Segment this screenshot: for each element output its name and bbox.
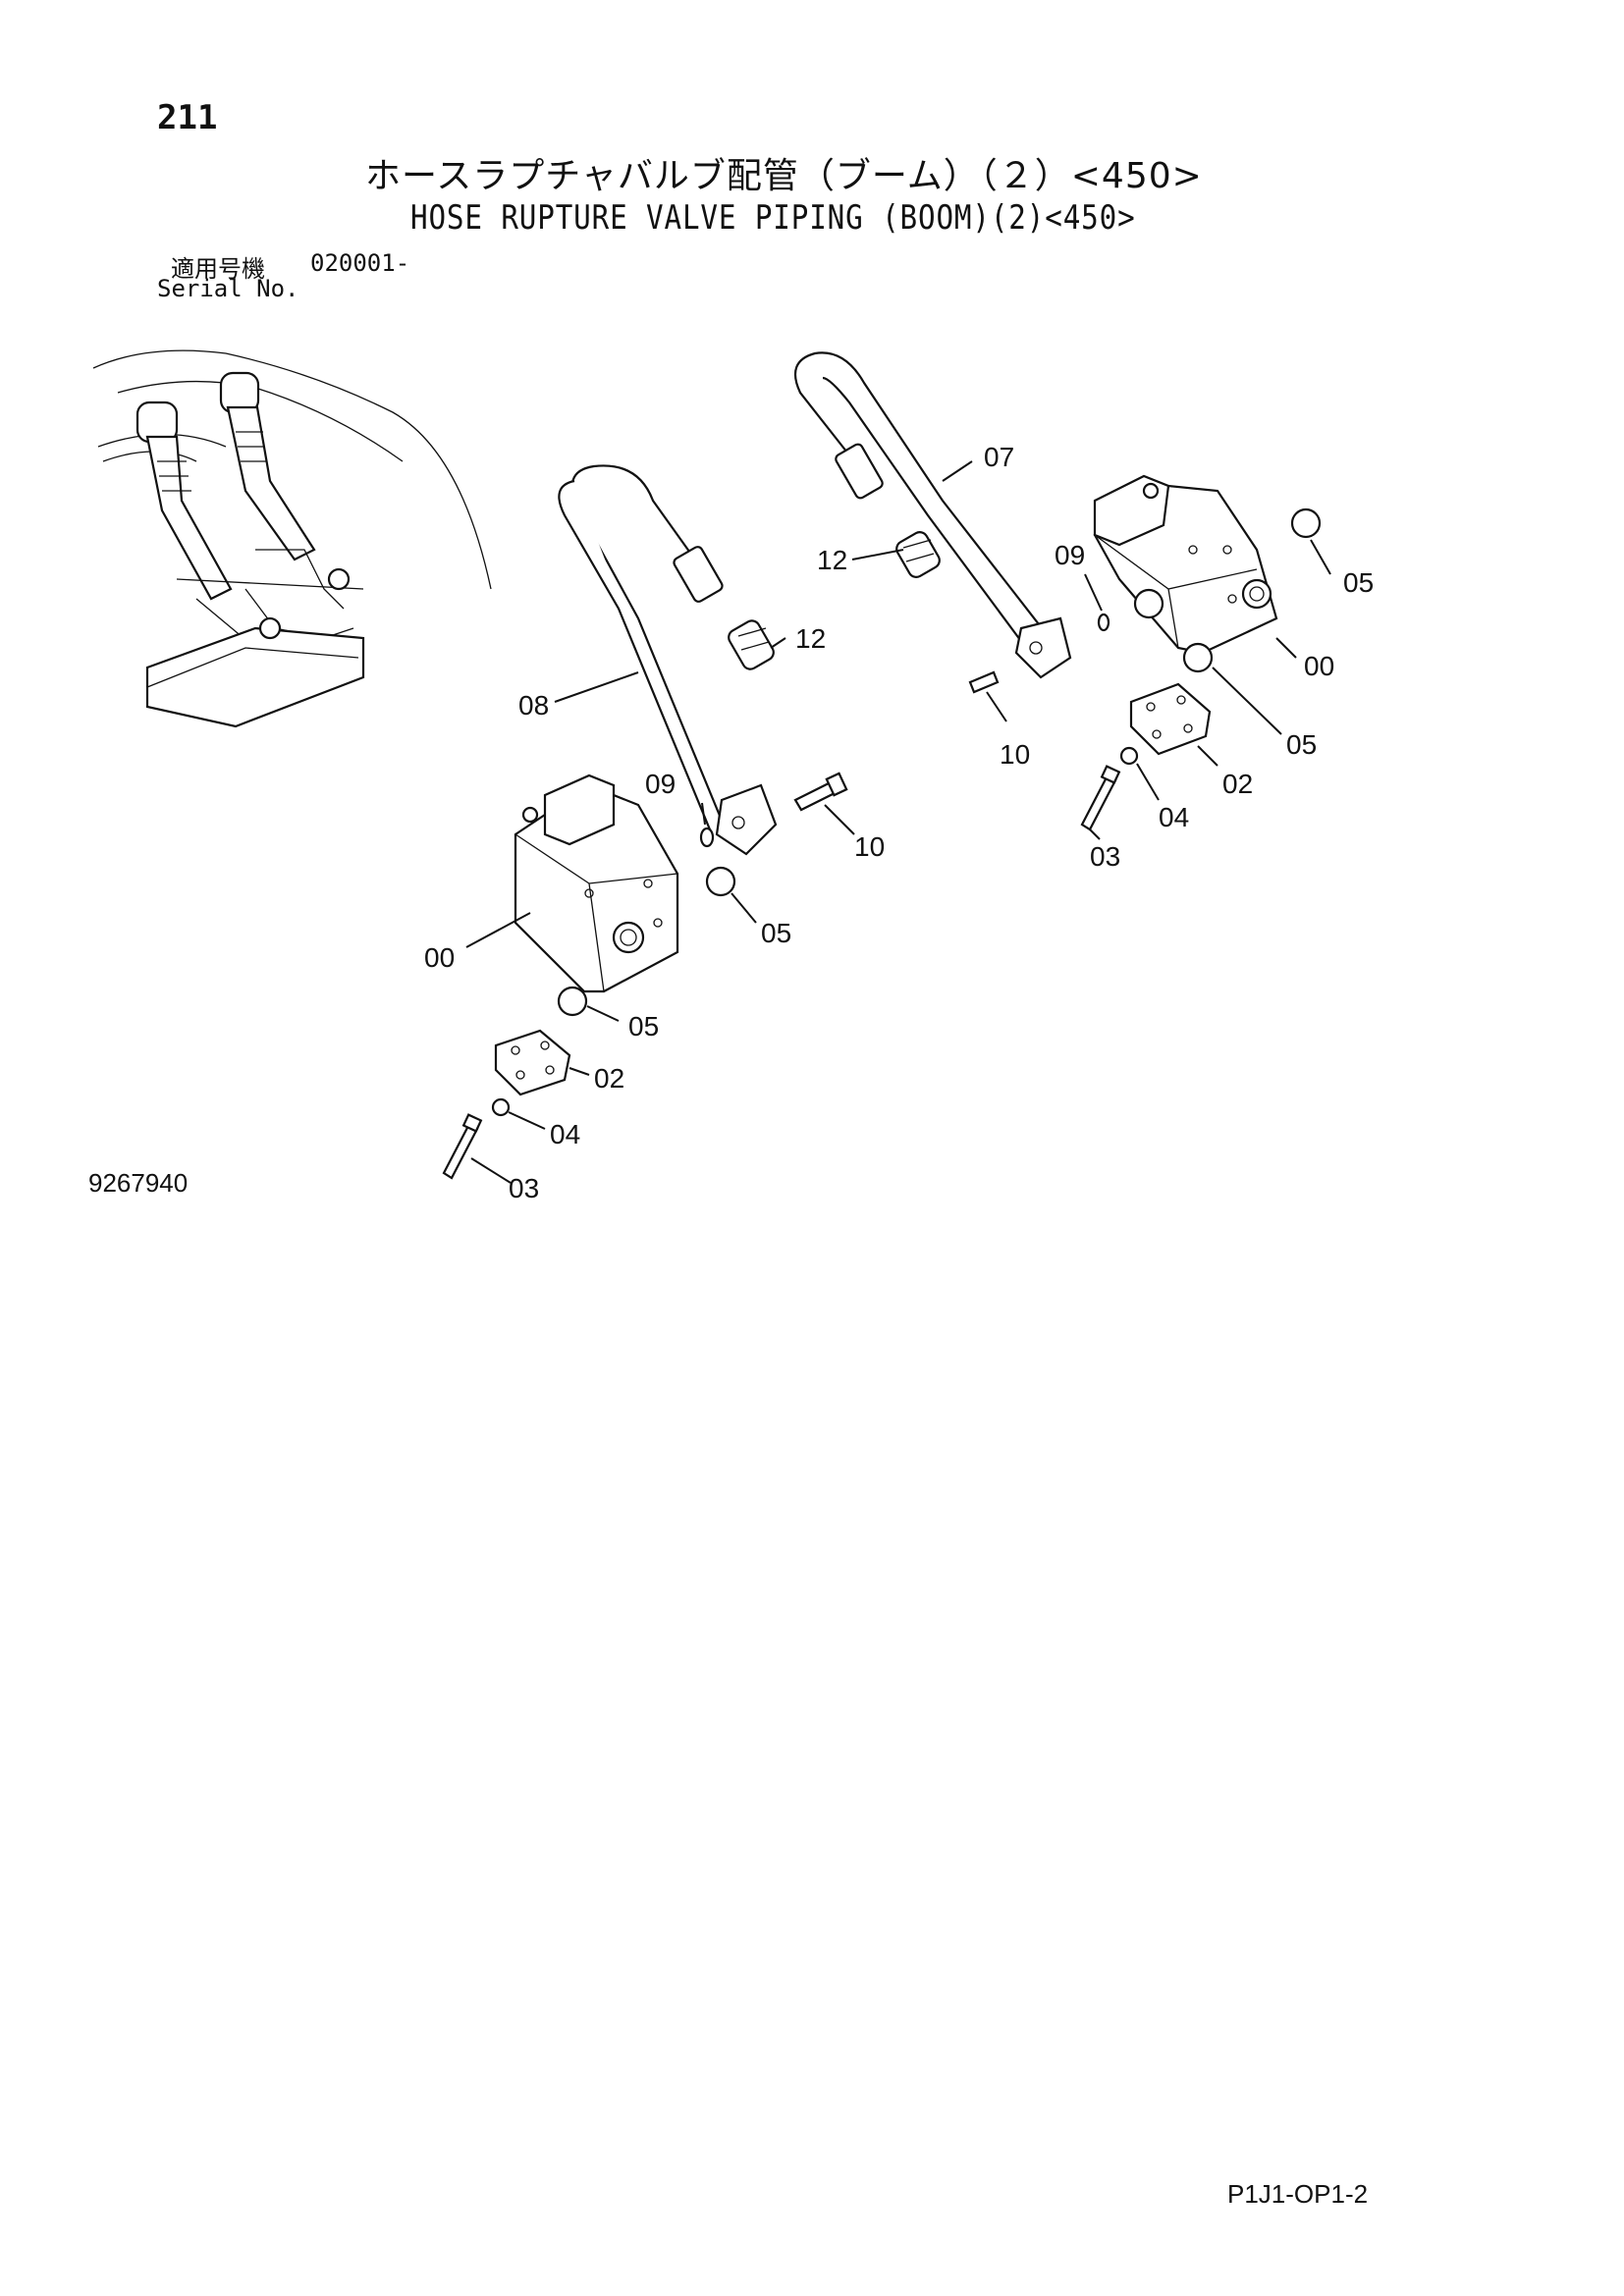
title-japanese: ホースラプチャバルブ配管（ブーム）（２）<450> bbox=[365, 156, 1203, 196]
washer-04-right bbox=[1119, 746, 1139, 766]
callout-00: 00 bbox=[1304, 651, 1334, 681]
valve-block-00-left bbox=[514, 774, 679, 993]
callout-09: 09 bbox=[1055, 540, 1085, 570]
o-ring-05-right-bottom bbox=[1182, 642, 1214, 673]
callout-05: 05 bbox=[761, 918, 791, 948]
valve-block-00-right bbox=[1093, 474, 1278, 655]
bolt-10-left bbox=[793, 772, 848, 812]
o-ring-05-left-side bbox=[705, 866, 736, 897]
callout-04: 04 bbox=[550, 1119, 580, 1149]
flange-02-right bbox=[1129, 682, 1212, 756]
callout-10: 10 bbox=[854, 831, 885, 862]
callout-02: 02 bbox=[1222, 769, 1253, 799]
callout-labels: 07 12 09 05 00 05 10 02 04 03 12 08 09 1… bbox=[424, 442, 1374, 1203]
serial-number-value: 020001- bbox=[310, 249, 410, 277]
connector-12-right bbox=[895, 531, 941, 578]
callout-07: 07 bbox=[984, 442, 1014, 472]
serial-label-japanese: 適用号機 bbox=[171, 255, 265, 283]
washer-04-left bbox=[491, 1097, 511, 1117]
callout-12: 12 bbox=[795, 623, 826, 654]
hose-08 bbox=[558, 464, 733, 845]
machine-overview-sketch bbox=[92, 349, 492, 728]
callout-10: 10 bbox=[1000, 739, 1030, 770]
callout-12: 12 bbox=[817, 545, 847, 575]
callout-05: 05 bbox=[1286, 729, 1317, 760]
page-number: 211 bbox=[157, 98, 218, 137]
flange-02-left bbox=[494, 1029, 571, 1096]
callout-04: 04 bbox=[1159, 802, 1189, 832]
bolt-03-right bbox=[1080, 765, 1121, 831]
connector-12-left bbox=[728, 619, 775, 670]
callout-05: 05 bbox=[1343, 567, 1374, 598]
callout-08: 08 bbox=[518, 690, 549, 721]
o-ring-09-right bbox=[1097, 613, 1110, 632]
callout-05: 05 bbox=[628, 1011, 659, 1041]
bolt-10-right bbox=[968, 670, 1000, 694]
hose-flange-right bbox=[1014, 616, 1072, 679]
o-ring-09-left bbox=[699, 827, 715, 848]
title-english: HOSE RUPTURE VALVE PIPING (BOOM)(2)<450> bbox=[410, 198, 1136, 238]
figure-number: 9267940 bbox=[88, 1168, 189, 1198]
callout-02: 02 bbox=[594, 1063, 624, 1094]
callout-09: 09 bbox=[645, 769, 676, 799]
leader-lines bbox=[465, 460, 1331, 1184]
o-ring-05-left-bottom bbox=[557, 986, 588, 1017]
callout-03: 03 bbox=[509, 1173, 539, 1203]
page-code: P1J1-OP1-2 bbox=[1227, 2179, 1369, 2209]
hose-flange-left bbox=[715, 783, 778, 856]
hose-07 bbox=[793, 351, 1047, 649]
callout-03: 03 bbox=[1090, 841, 1120, 872]
bolt-03-left bbox=[442, 1113, 483, 1180]
o-ring-05-right-side bbox=[1290, 507, 1322, 539]
callout-00: 00 bbox=[424, 942, 455, 973]
serial-label-english: Serial No. bbox=[157, 275, 299, 302]
